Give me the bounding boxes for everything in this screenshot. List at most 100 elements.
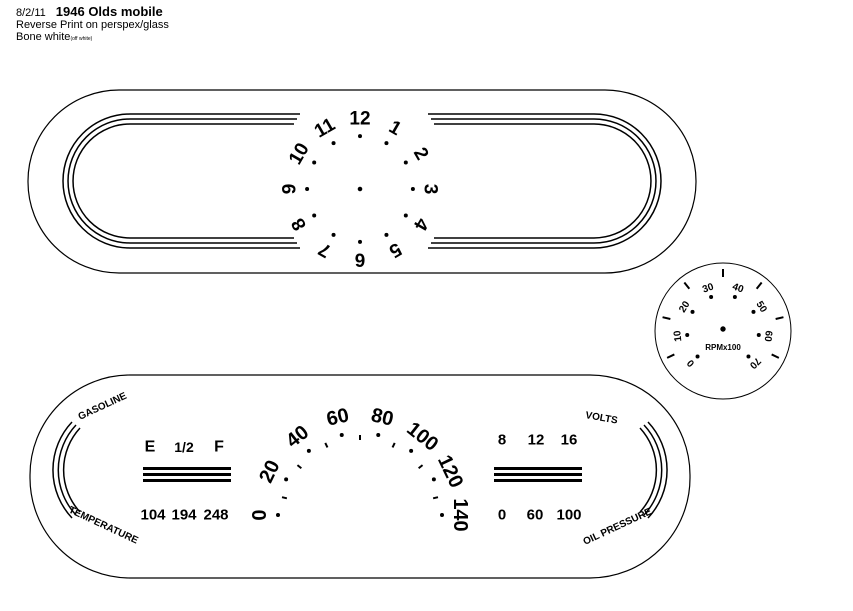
tach-numeral: 40 (731, 281, 746, 295)
dial-tick (666, 353, 675, 359)
speedo-numeral: 140 (449, 498, 471, 531)
title: 1946 Olds mobile (55, 4, 163, 19)
dial-dot (358, 134, 362, 139)
tach-center (720, 326, 726, 332)
left-gauge-arc (52, 421, 668, 519)
temp-mark: 248 (203, 507, 228, 524)
dial-dot (384, 141, 389, 146)
tach-numeral: 60 (762, 330, 774, 343)
dial-dot (305, 187, 310, 191)
dial-dot (709, 295, 714, 300)
temp-mark: 104 (140, 507, 166, 524)
color-note: Bone white (16, 31, 71, 43)
speedo-numeral: 60 (324, 404, 351, 430)
clock-numeral: 7 (315, 238, 335, 261)
oil-pressure-label: OIL PRESSURE (582, 506, 654, 547)
oil-mark: 100 (556, 507, 581, 524)
dial-dot (690, 309, 695, 314)
gasoline-label: GASOLINE (77, 391, 129, 423)
clock-panel-outline (27, 89, 697, 274)
clock-numeral: 1 (385, 117, 405, 141)
dial-dot (695, 354, 700, 359)
volt-mark: 16 (561, 432, 578, 449)
dial-dot (756, 333, 761, 338)
dial-dot (409, 448, 414, 453)
dial-tick (662, 316, 671, 320)
clock-numeral: 5 (385, 238, 405, 262)
dial-dot (312, 160, 317, 165)
oil-mark: 0 (498, 507, 506, 524)
speedo-numeral: 40 (282, 421, 313, 452)
speedo-numeral: 0 (249, 509, 271, 520)
tach-numeral: 30 (701, 281, 716, 295)
dial-tick (296, 464, 302, 470)
clock-numeral: 9 (280, 184, 301, 195)
instrument-panel-outline (29, 374, 691, 579)
gauge-bars (143, 467, 582, 482)
fuel-mark: 1/2 (174, 439, 194, 455)
dial-dot (331, 232, 336, 237)
tach-outline (654, 262, 792, 400)
dial-tick (281, 496, 288, 500)
tach-numeral: 20 (677, 299, 692, 315)
dial-dot (276, 513, 280, 517)
dial-tick (755, 281, 763, 290)
speedo-numeral: 80 (369, 404, 396, 430)
instrument-panel: GASOLINE TEMPERATURE VOLTS OIL PRESSURE … (29, 374, 691, 579)
dial-dot (403, 213, 408, 218)
fuel-mark: E (145, 439, 156, 456)
dial-dot (339, 433, 344, 438)
dial-tick (324, 442, 329, 448)
dial-tick (771, 353, 780, 359)
speedo-numeral: 120 (433, 452, 467, 492)
tach-numeral: 0 (685, 357, 697, 369)
dial-dot (306, 448, 311, 453)
dial-dot (312, 213, 317, 218)
clock-numeral: 4 (409, 214, 433, 234)
clock-panel-rings (62, 113, 662, 249)
speedo-numeral: 100 (402, 418, 442, 456)
dial-dot (376, 433, 381, 438)
clock-numeral: 11 (311, 114, 339, 142)
fuel-mark: F (214, 439, 224, 456)
tach-numeral: 50 (753, 299, 768, 315)
temperature-label: TEMPERATURE (67, 505, 140, 547)
dial-tick (683, 281, 691, 290)
dial-dot (431, 477, 436, 482)
color-subnote: (off white) (70, 36, 93, 42)
clock-center (357, 186, 363, 192)
dial-dot (746, 354, 751, 359)
clock-numeral: 3 (420, 184, 441, 195)
dial-dot (732, 295, 737, 300)
oil-mark: 60 (527, 507, 544, 524)
dial-tick (391, 442, 396, 448)
print-note: Reverse Print on perspex/glass (16, 19, 169, 31)
clock-numeral: 12 (349, 109, 370, 130)
clock-numeral: 6 (355, 249, 366, 270)
volt-mark: 12 (528, 432, 545, 449)
dial-tick (418, 464, 424, 470)
speedo-numeral: 20 (255, 457, 284, 487)
dial-dot (358, 239, 362, 244)
date: 8/2/11 (16, 7, 46, 19)
dial-tick (775, 316, 784, 320)
dial-dot (440, 513, 444, 517)
tach-numeral: 10 (672, 329, 684, 342)
dial-dot (384, 232, 389, 237)
clock-numeral: 8 (288, 214, 311, 234)
volt-mark: 8 (498, 432, 506, 449)
clock-numeral: 10 (285, 140, 314, 169)
dial-dot (284, 477, 289, 482)
temp-mark: 194 (171, 507, 197, 524)
dial-dot (410, 187, 415, 191)
clock-numeral: 2 (409, 144, 432, 164)
dial-dot (403, 160, 408, 165)
volts-label: VOLTS (584, 410, 618, 427)
dial-dot (331, 141, 336, 146)
dial-tick (432, 496, 439, 500)
tach-label: RPMx100 (705, 343, 741, 352)
header: 8/2/11 1946 Olds mobile Reverse Print on … (16, 4, 169, 45)
